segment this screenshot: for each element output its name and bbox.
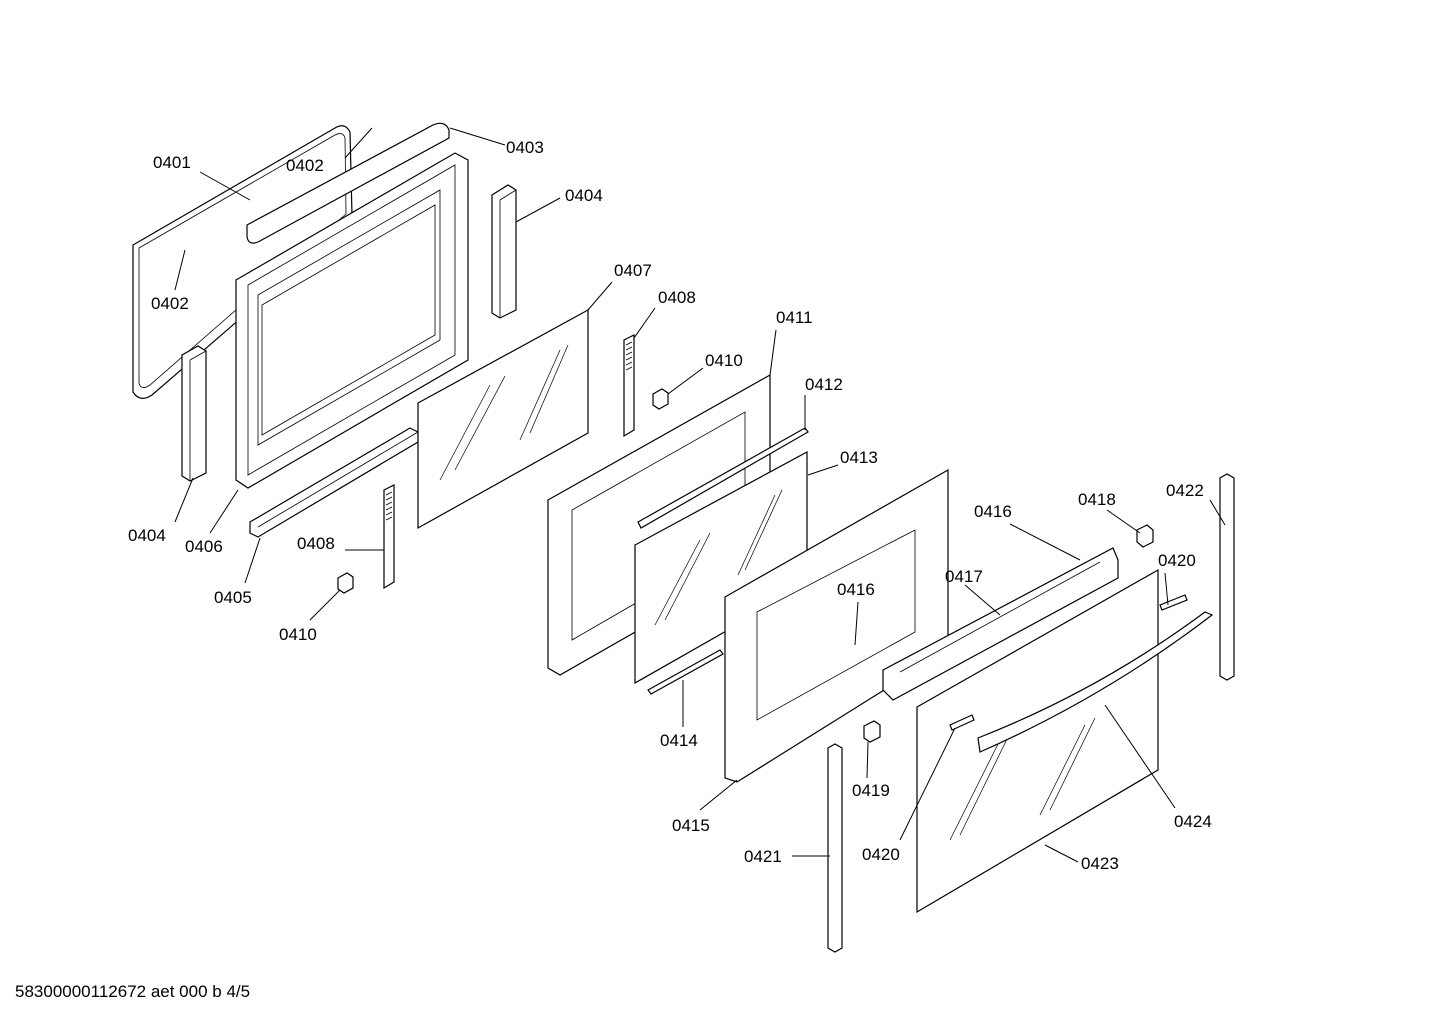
label-0420-right: 0420	[1158, 551, 1196, 570]
label-0419: 0419	[852, 781, 890, 800]
part-0417-control-strip	[882, 547, 1119, 701]
part-labels: 0401 0402 0403 0404 0402 0407 0408 0411 …	[128, 138, 1212, 873]
label-0405: 0405	[214, 588, 252, 607]
label-0411: 0411	[776, 308, 813, 327]
part-0404-block-left	[181, 345, 207, 482]
part-0418-bracket	[1136, 524, 1154, 548]
label-0410-bottom: 0410	[279, 625, 317, 644]
part-0423-outer-glass	[916, 568, 1159, 914]
part-0412-rail	[637, 427, 809, 529]
label-0413: 0413	[840, 448, 878, 467]
part-0422-side-strip	[1219, 473, 1235, 681]
part-0420-fitting	[949, 594, 1188, 731]
label-0418: 0418	[1078, 490, 1116, 509]
part-0406-inner-frame	[235, 152, 469, 489]
part-0408-hinge-bottom	[383, 484, 395, 590]
part-0410-clip-top	[652, 388, 669, 410]
part-0403-top-trim	[246, 122, 450, 244]
label-0404-left: 0404	[128, 526, 166, 545]
label-0404-right: 0404	[565, 186, 603, 205]
label-0421: 0421	[744, 847, 782, 866]
part-0410-clip-bottom	[337, 572, 354, 594]
part-0408-hinge-top	[623, 334, 635, 438]
label-0408-bottom: 0408	[297, 534, 335, 553]
label-0422: 0422	[1166, 481, 1204, 500]
label-0410-top: 0410	[705, 351, 743, 370]
label-0401: 0401	[153, 153, 191, 172]
part-0414-rail	[647, 649, 724, 695]
label-0420-bottom: 0420	[862, 845, 900, 864]
part-0407-glass	[417, 308, 589, 530]
label-0408-top: 0408	[658, 288, 696, 307]
label-0423: 0423	[1081, 854, 1119, 873]
label-0416-top: 0416	[974, 502, 1012, 521]
part-0424-handle	[977, 611, 1214, 753]
label-0416-mid: 0416	[837, 580, 875, 599]
label-0417: 0417	[945, 567, 983, 586]
label-0415: 0415	[672, 816, 710, 835]
label-0414: 0414	[660, 731, 698, 750]
part-0419-clip	[863, 720, 881, 743]
label-0403: 0403	[506, 138, 544, 157]
label-0406: 0406	[185, 537, 223, 556]
drawing-reference: 58300000112672 aet 000 b 4/5	[15, 982, 250, 1001]
label-0424: 0424	[1174, 812, 1212, 831]
part-0404-block-right	[491, 184, 517, 319]
leader-lines	[174, 127, 1226, 863]
label-0402-left: 0402	[151, 294, 189, 313]
part-0421-side-strip	[827, 743, 843, 953]
label-0412: 0412	[805, 375, 843, 394]
label-0407: 0407	[614, 261, 652, 280]
label-0402-top: 0402	[286, 156, 324, 175]
part-0415-inner-panel	[724, 468, 949, 783]
